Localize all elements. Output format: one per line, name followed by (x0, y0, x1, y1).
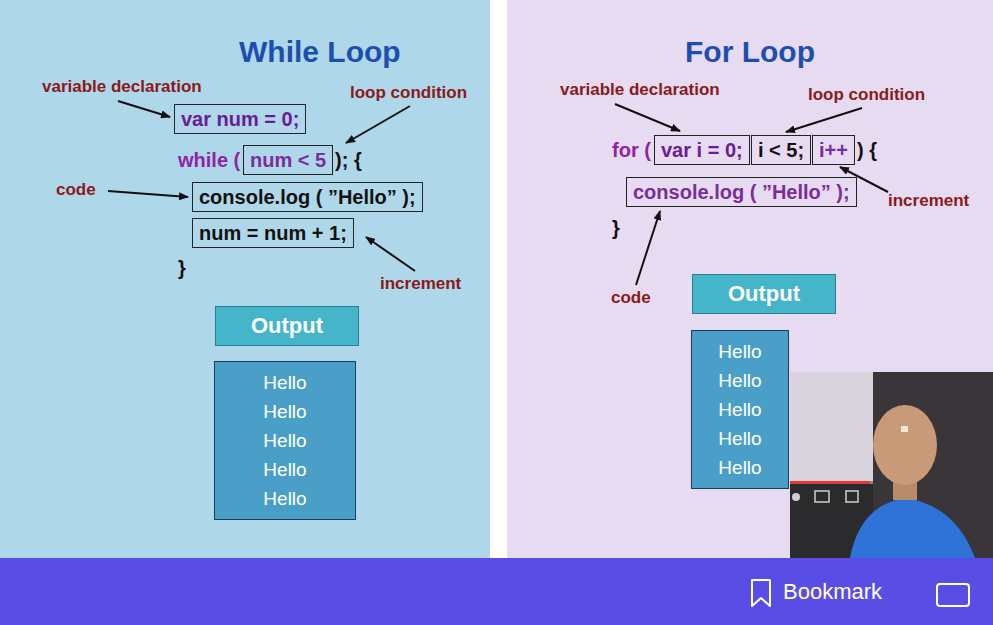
code-text: i < 5; (758, 139, 804, 162)
annotation: code (56, 180, 96, 200)
video-overlay (790, 372, 993, 558)
annotation: variable declaration (42, 77, 202, 97)
annotation: loop condition (350, 83, 467, 103)
code-box: i < 5; (751, 135, 811, 165)
window-icon (937, 584, 969, 606)
code-token: ) { (857, 139, 877, 162)
code-token: } (178, 257, 186, 280)
annotation: loop condition (808, 85, 925, 105)
panel-title: While Loop (239, 35, 401, 70)
code-box: num = num + 1; (192, 218, 354, 248)
output-line: Hello (718, 341, 761, 363)
for-panel (507, 0, 993, 558)
annotation: increment (888, 191, 969, 211)
bottom-bar (0, 558, 993, 625)
panel-title: For Loop (685, 35, 815, 70)
annotation: increment (380, 274, 461, 294)
code-box: var i = 0; (654, 135, 750, 165)
code-text: num < 5 (250, 149, 326, 172)
panel-gap (490, 0, 507, 558)
code-text: i++ (819, 139, 848, 162)
output-line: Hello (263, 372, 306, 394)
code-text: Output (251, 313, 323, 339)
output-line: Hello (718, 428, 761, 450)
code-text: num = num + 1; (199, 222, 347, 245)
code-box: var num = 0; (174, 104, 306, 134)
output-line: Hello (718, 457, 761, 479)
while-panel (0, 0, 490, 558)
output-box: HelloHelloHelloHelloHello (691, 330, 789, 489)
code-token: } (612, 217, 620, 240)
annotation: variable declaration (560, 80, 720, 100)
output-line: Hello (263, 488, 306, 510)
code-keyword: while ( (178, 149, 240, 172)
output-header: Output (215, 306, 359, 346)
bookmark-label: Bookmark (783, 579, 882, 604)
code-text: var i = 0; (661, 139, 743, 162)
output-line: Hello (718, 399, 761, 421)
code-text: console.log ( ”Hello” ); (633, 181, 850, 204)
output-line: Hello (718, 370, 761, 392)
code-box: console.log ( ”Hello” ); (626, 177, 857, 207)
output-box: HelloHelloHelloHelloHello (214, 361, 356, 520)
code-box: i++ (812, 135, 855, 165)
code-box: console.log ( ”Hello” ); (192, 182, 423, 212)
code-text: var num = 0; (181, 108, 299, 131)
output-line: Hello (263, 430, 306, 452)
bookmark-icon (752, 580, 770, 606)
output-line: Hello (263, 459, 306, 481)
output-line: Hello (263, 401, 306, 423)
annotation: code (611, 288, 651, 308)
code-token: ); { (335, 149, 362, 172)
code-keyword: for ( (612, 139, 651, 162)
code-box: num < 5 (243, 145, 333, 175)
code-text: console.log ( ”Hello” ); (199, 186, 416, 209)
code-text: Output (728, 281, 800, 307)
output-header: Output (692, 274, 836, 314)
